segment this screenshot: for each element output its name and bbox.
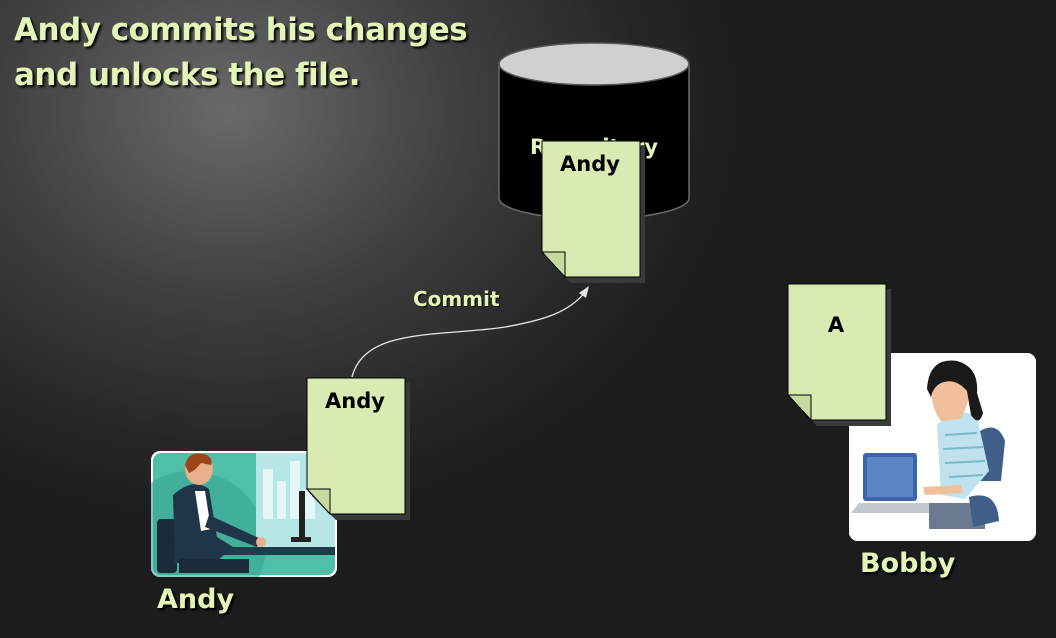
slide-title-line-2: and unlocks the file. [14, 57, 361, 93]
andy-avatar [151, 451, 337, 577]
andy-document-label: Andy [325, 389, 385, 413]
repository-document: Andy [541, 140, 645, 283]
slide-title-line-1: Andy commits his changes [14, 12, 468, 48]
document-icon [787, 283, 891, 426]
andy-name: Andy [157, 584, 235, 615]
bobby-avatar [849, 353, 1036, 541]
person-at-computer-icon [849, 353, 1036, 541]
document-icon [306, 377, 410, 520]
repository-document-label: Andy [560, 152, 620, 176]
bobby-document-label: A [827, 313, 845, 337]
andy-document: Andy [306, 377, 410, 520]
slide-title: Andy commits his changes and unlocks the… [14, 8, 494, 98]
commit-arrow-icon [351, 286, 589, 378]
bobby-document: A [787, 283, 891, 426]
commit-label: Commit [413, 287, 500, 311]
bobby-name: Bobby [860, 548, 956, 579]
document-icon [541, 140, 645, 283]
